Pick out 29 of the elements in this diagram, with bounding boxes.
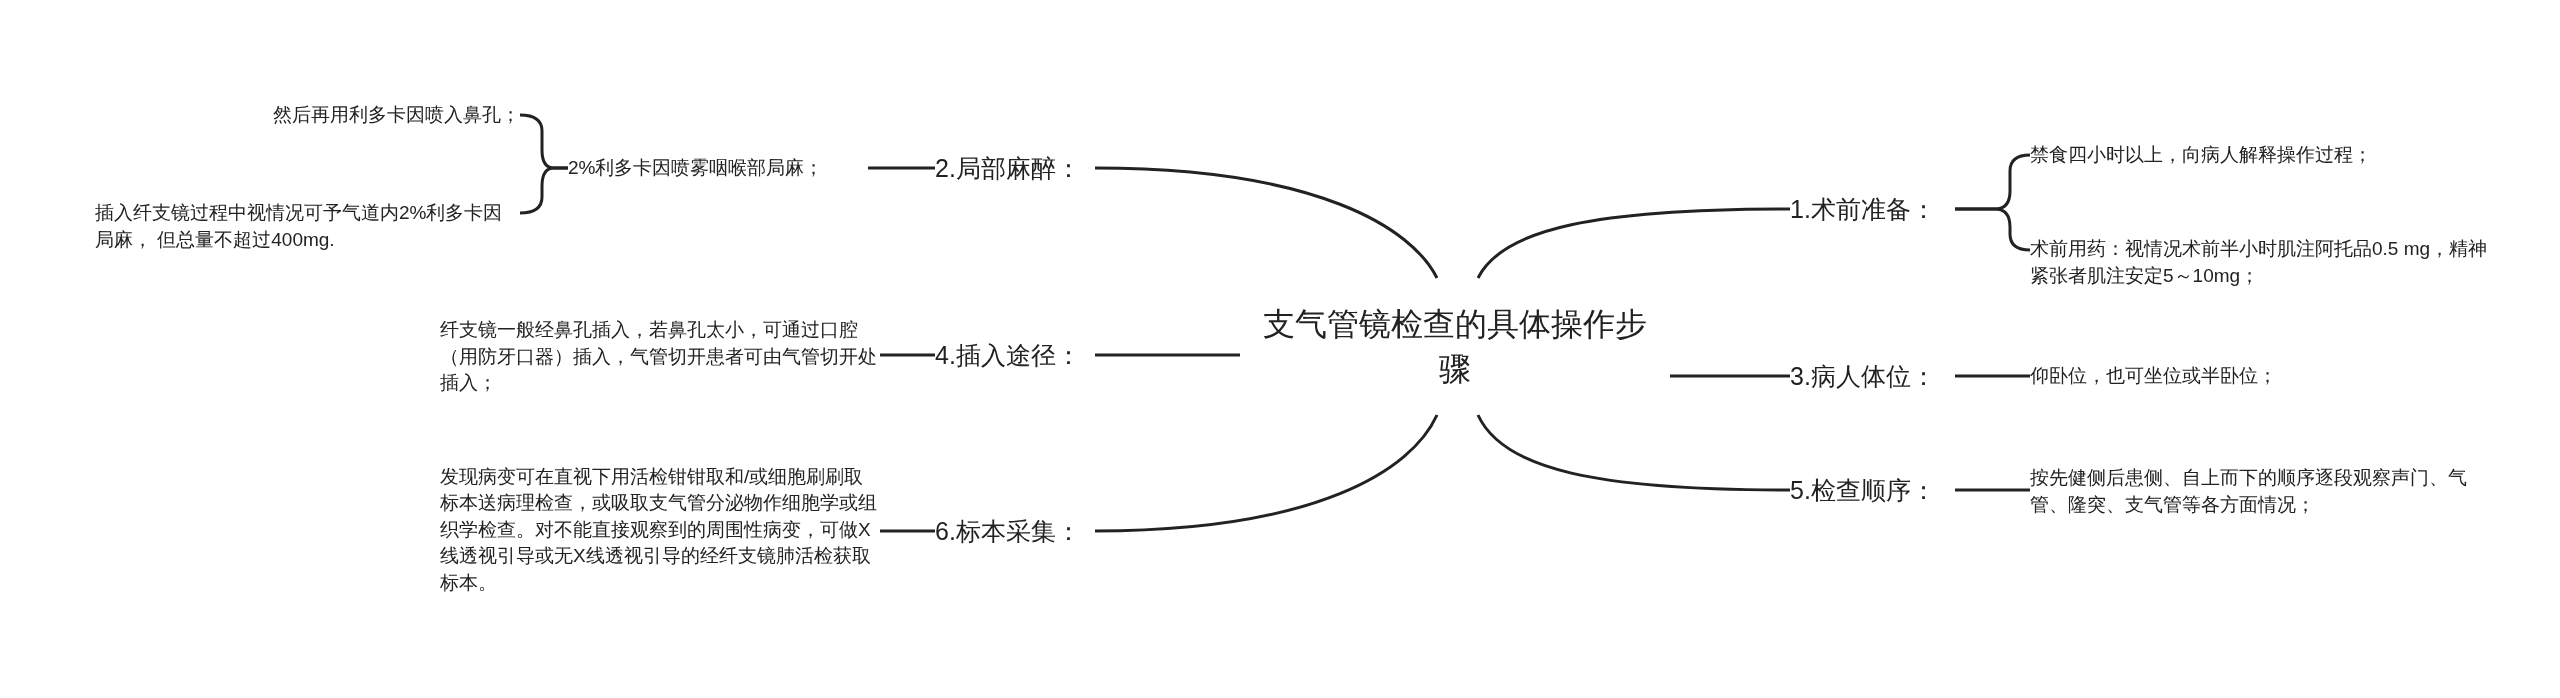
detail-text: 仰卧位，也可坐位或半卧位； (2030, 358, 2510, 394)
connector-line (1095, 353, 1240, 357)
detail-text: 按先健侧后患侧、自上而下的顺序逐段观察声门、气管、隆突、支气管等各方面情况； (2030, 461, 2500, 523)
connector-line (1955, 374, 2030, 378)
branch-topic: 2.局部麻醉： (935, 148, 1095, 188)
detail-text: 术前用药：视情况术前半小时肌注阿托品0.5 mg，精神紧张者肌注安定5～10mg； (2030, 232, 2500, 294)
detail-text: 纤支镜一般经鼻孔插入，若鼻孔太小，可通过口腔（用防牙口器）插入，气管切开患者可由气管切开处插入； (440, 312, 880, 402)
detail-text: 然后再用利多卡因喷入鼻孔； (140, 97, 520, 133)
branch-topic: 3.病人体位： (1790, 356, 1955, 396)
connector-line (1955, 207, 2031, 252)
connector-line (1094, 414, 1439, 533)
detail-text: 禁食四小时以上，向病人解释操作过程； (2030, 137, 2510, 173)
connector-line (1670, 374, 1790, 378)
central-topic: 支气管镜检查的具体操作步骤 (1240, 278, 1670, 415)
connector-line (868, 166, 935, 170)
connector-line (1476, 207, 1790, 279)
branch-topic: 4.插入途径： (935, 335, 1095, 375)
branch-topic: 5.检查顺序： (1790, 470, 1955, 510)
connector-line (1094, 166, 1439, 279)
detail-text: 2%利多卡因喷雾咽喉部局麻； (568, 150, 868, 186)
connector-line (880, 529, 935, 533)
detail-text: 插入纤支镜过程中视情况可予气道内2%利多卡因局麻， 但总量不超过400mg. (95, 195, 520, 259)
connector-line (880, 353, 935, 357)
connector-line (1476, 414, 1790, 492)
detail-text: 发现病变可在直视下用活检钳钳取和/或细胞刷刷取标本送病理检查，或吸取支气管分泌物作细胞学或组织学检查。对不能直接观察到的周围性病变，可做X线透视引导或无X线透视引导的经纤支镜肺活检获取标本。 (440, 460, 880, 600)
branch-topic: 1.术前准备： (1790, 189, 1955, 229)
connector-line (1955, 488, 2030, 492)
connector-line (519, 166, 568, 215)
branch-topic: 6.标本采集： (935, 511, 1095, 551)
